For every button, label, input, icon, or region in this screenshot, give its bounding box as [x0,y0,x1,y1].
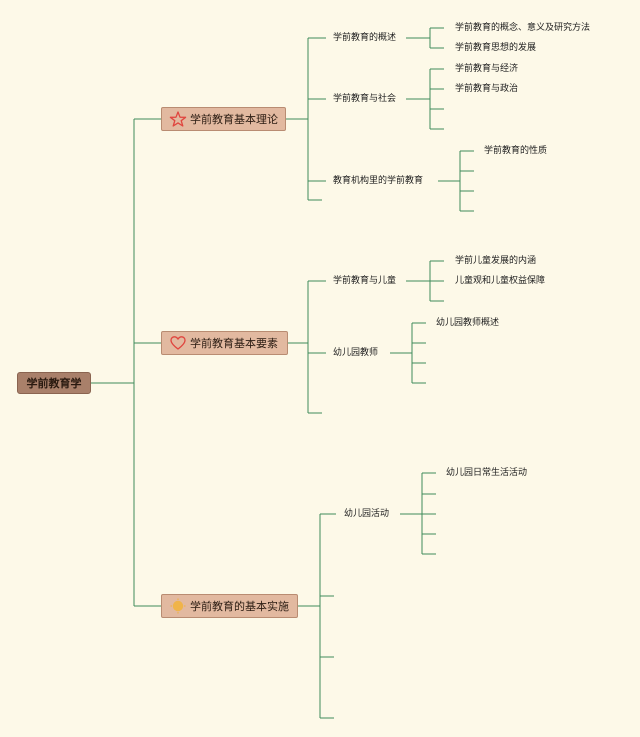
leaf-teacher-overview[interactable]: 幼儿园教师概述 [436,318,500,328]
leaf-concept[interactable]: 学前教育的概念、意义及研究方法 [455,23,591,33]
leaf-development[interactable]: 学前儿童发展的内涵 [455,256,537,266]
leaf-nature[interactable]: 学前教育的性质 [484,146,548,156]
subtopic-children[interactable]: 学前教育与儿童 [333,276,397,286]
subtopic-teachers[interactable]: 幼儿园教师 [333,348,379,358]
sun-icon [169,598,187,614]
topic-label: 学前教育基本要素 [190,337,278,350]
leaf-rights[interactable]: 儿童观和儿童权益保障 [455,276,546,286]
heart-icon [169,335,187,351]
leaf-daily-life[interactable]: 幼儿园日常生活活动 [446,468,528,478]
topic-practice[interactable]: 学前教育的基本实施 [161,594,298,618]
topic-label: 学前教育基本理论 [190,113,278,126]
root-topic[interactable]: 学前教育学 [17,372,91,394]
subtopic-society[interactable]: 学前教育与社会 [333,94,397,104]
topic-label: 学前教育的基本实施 [190,600,289,613]
topic-theory[interactable]: 学前教育基本理论 [161,107,286,131]
subtopic-institution[interactable]: 教育机构里的学前教育 [333,176,424,186]
leaf-thought[interactable]: 学前教育思想的发展 [455,43,537,53]
topic-elements[interactable]: 学前教育基本要素 [161,331,288,355]
star-icon [169,111,187,127]
subtopic-overview[interactable]: 学前教育的概述 [333,33,397,43]
leaf-politics[interactable]: 学前教育与政治 [455,84,519,94]
leaf-economy[interactable]: 学前教育与经济 [455,64,519,74]
subtopic-activities[interactable]: 幼儿园活动 [344,509,390,519]
